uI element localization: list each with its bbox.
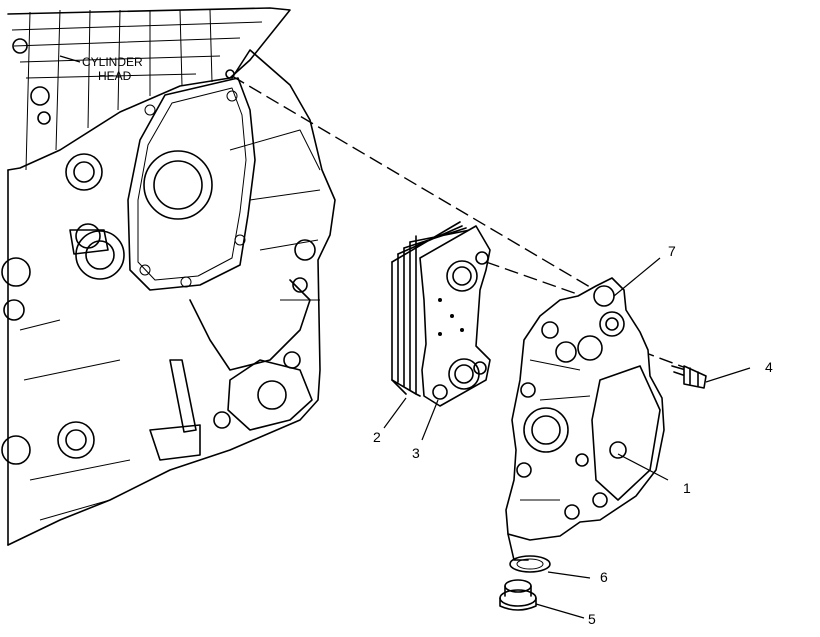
callout-5: 5 [588,611,596,627]
callout-1: 1 [683,480,691,496]
callout-7: 7 [668,243,676,259]
leader-lines [383,257,751,619]
callout-numbers: 7 4 1 2 3 6 5 [373,243,773,627]
cylinder-head-label-line1: CYLINDER [82,55,143,69]
o-ring-seal [509,555,551,573]
callout-4: 4 [765,359,773,375]
callout-2: 2 [373,429,381,445]
callout-6: 6 [600,569,608,585]
plug [499,579,537,611]
engine-block: CYLINDER HEAD [1,7,336,546]
bolt [671,365,707,389]
oil-cooler-housing [505,277,665,561]
oil-cooler-core [391,221,491,407]
cylinder-head-label-line2: HEAD [98,69,132,83]
callout-3: 3 [412,445,420,461]
